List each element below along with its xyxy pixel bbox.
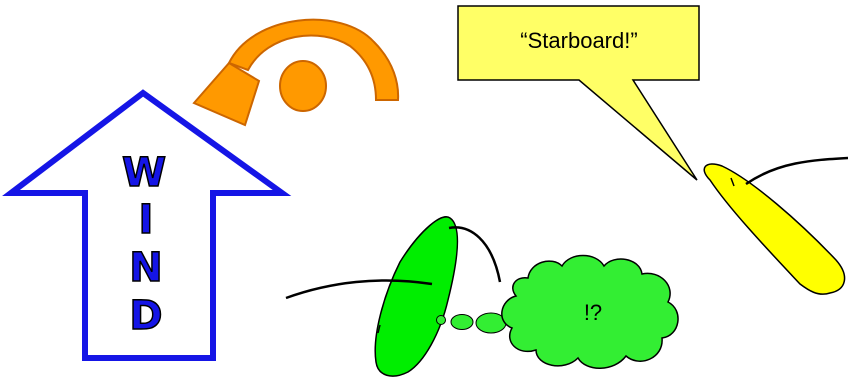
green-keel-mark bbox=[377, 324, 381, 334]
green-mast-line bbox=[448, 226, 502, 283]
thought-trail bbox=[436, 312, 507, 334]
wind-letter-d: D bbox=[129, 293, 162, 339]
yellow-sailboat-icon bbox=[703, 156, 848, 295]
yellow-sail-line bbox=[745, 156, 848, 186]
speech-bubble-icon: “Starboard!” bbox=[457, 5, 700, 181]
wind-arrow-icon: W I N D bbox=[2, 89, 292, 361]
yellow-keel-mark bbox=[730, 177, 735, 187]
wind-letter-i: I bbox=[139, 197, 154, 243]
thought-dot-small bbox=[436, 315, 446, 325]
wind-letter-w: W bbox=[122, 150, 166, 196]
wind-letter-n: N bbox=[129, 245, 162, 291]
thought-cloud-icon: !? bbox=[501, 254, 679, 369]
thought-dot-medium bbox=[450, 314, 474, 330]
rotation-arrow-icon bbox=[192, 18, 400, 127]
rotation-center-dot bbox=[279, 60, 327, 112]
green-sail-line bbox=[285, 279, 433, 300]
green-sailboat-icon bbox=[285, 216, 502, 377]
thought-cloud-text: !? bbox=[584, 300, 602, 325]
speech-bubble-text: “Starboard!” bbox=[520, 28, 637, 53]
